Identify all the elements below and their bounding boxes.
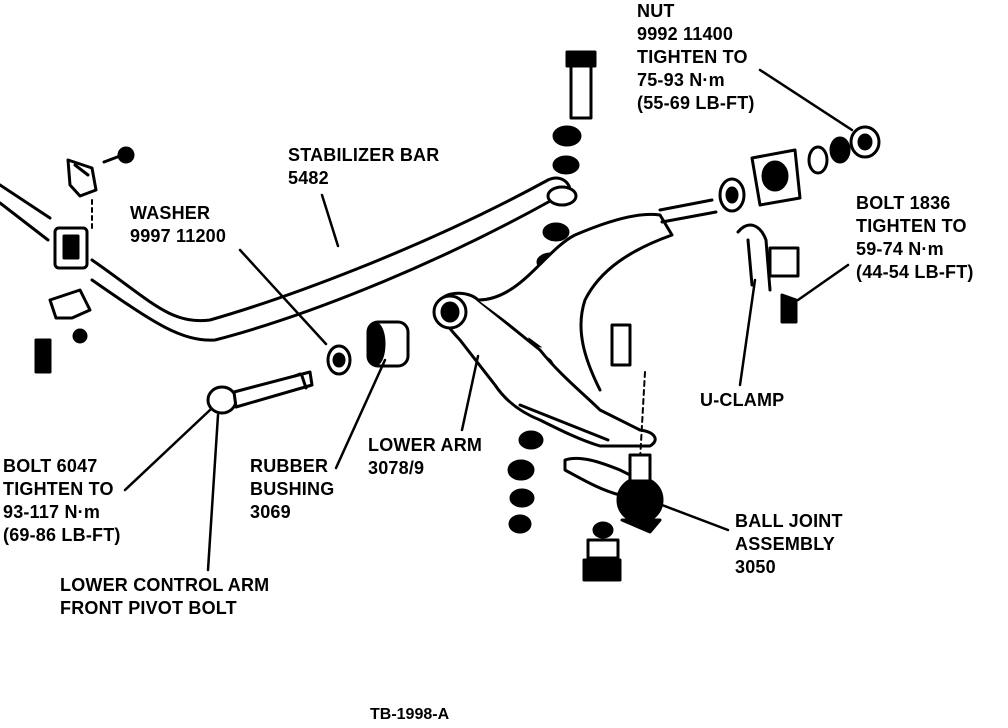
leader-washer	[238, 248, 328, 346]
callout-pivot-bolt: LOWER CONTROL ARM FRONT PIVOT BOLT	[60, 575, 270, 618]
callout-washer: WASHER 9997 11200	[130, 203, 227, 246]
left-bar-bushing	[34, 146, 135, 374]
rear-pivot-assembly	[658, 125, 881, 224]
callout-bolt-1836: BOLT 1836 TIGHTEN TO 59-74 N·m (44-54 LB…	[856, 193, 974, 282]
callout-lower-arm: LOWER ARM 3078/9	[368, 435, 483, 478]
callout-ball-joint: BALL JOINT ASSEMBLY 3050	[735, 511, 843, 577]
leader-stabilizer-bar	[320, 193, 340, 248]
leader-bolt-6047	[123, 408, 212, 492]
leader-pivot-bolt	[206, 413, 220, 572]
leader-u-clamp	[738, 278, 757, 387]
leader-rubber-bushing	[334, 358, 387, 470]
callout-rubber-bushing: RUBBER BUSHING 3069	[250, 456, 335, 522]
ball-joint-part	[563, 453, 664, 582]
leader-lower-arm	[460, 354, 480, 432]
callout-stabilizer-bar: STABILIZER BAR 5482	[288, 145, 440, 188]
callout-u-clamp: U-CLAMP	[700, 390, 785, 410]
figure-id: TB-1998-A	[370, 706, 450, 723]
front-pivot-bolt-part	[206, 320, 410, 415]
u-clamp-part	[736, 223, 800, 324]
leader-ball-joint	[660, 503, 730, 532]
callout-nut: NUT 9992 11400 TIGHTEN TO 75-93 N·m (55-…	[637, 1, 755, 113]
callout-bolt-6047: BOLT 6047 TIGHTEN TO 93-117 N·m (69-86 L…	[3, 456, 121, 545]
lower-control-arm	[432, 212, 674, 461]
leader-lines	[123, 68, 854, 572]
leader-nut	[758, 68, 854, 132]
leader-bolt-1836	[796, 263, 850, 302]
stabilizer-bar	[0, 176, 572, 342]
lower-bushing-stack	[507, 430, 544, 534]
